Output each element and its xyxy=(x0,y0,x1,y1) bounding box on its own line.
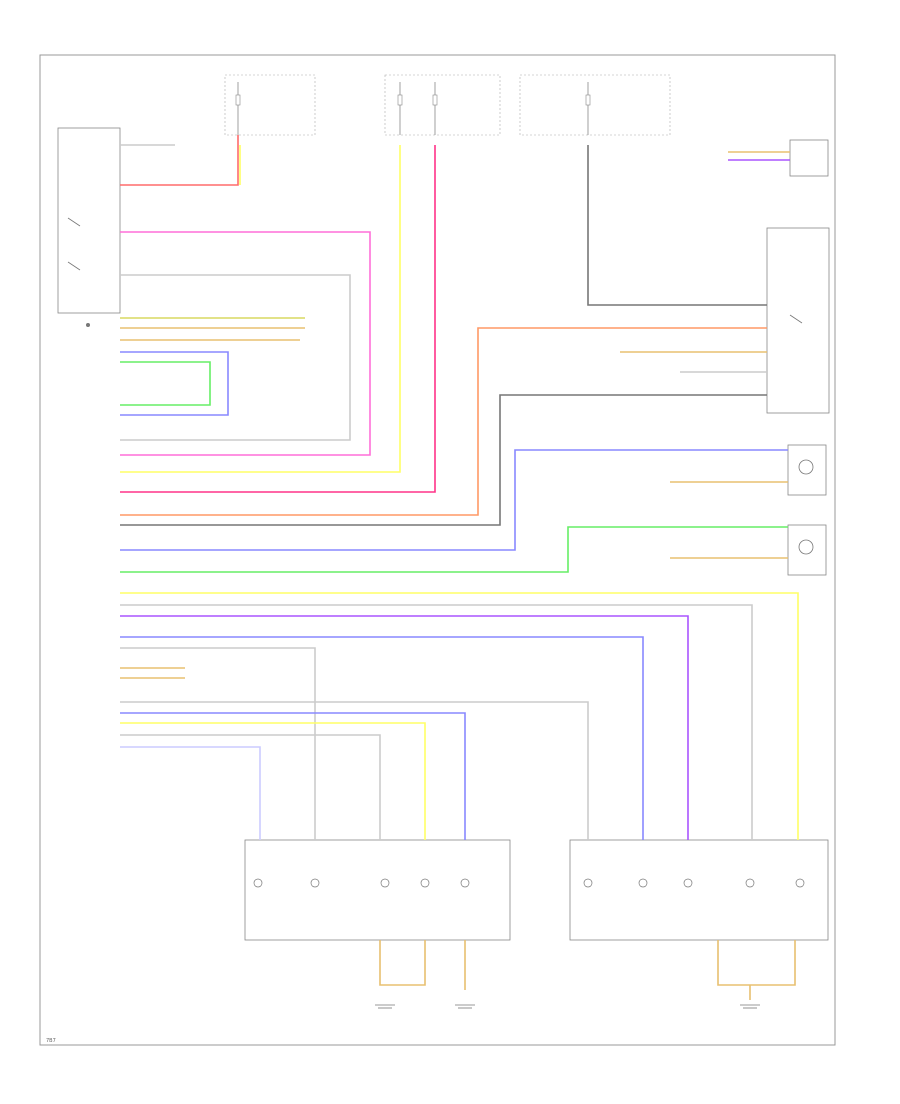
wire-pink-2 xyxy=(120,231,371,456)
ground-left-1 xyxy=(375,1004,395,1009)
wire-yellow-24 xyxy=(120,722,426,840)
wire-tan-38 xyxy=(717,940,796,986)
wire-lightgray-22 xyxy=(120,701,589,840)
right-rear-lamp-assembly xyxy=(569,839,829,941)
wire-yellow-15 xyxy=(120,592,799,840)
fuse-block-center xyxy=(384,74,501,136)
instrument-cluster-connector xyxy=(789,139,829,177)
wire-yellow-9 xyxy=(120,145,401,473)
wire-gray-27 xyxy=(587,145,767,306)
wire-orange-11 xyxy=(120,327,767,516)
ground-right xyxy=(740,1004,760,1009)
fuse-block-right xyxy=(519,74,671,136)
wire-red-1 xyxy=(120,135,239,186)
fuse-block-left xyxy=(224,74,316,136)
wire-green-8 xyxy=(120,361,211,406)
wire-lightblue-26 xyxy=(120,746,261,840)
headlight-switch-module xyxy=(57,127,121,314)
left-rear-lamp-assembly xyxy=(244,839,511,941)
wire-lightgray-16 xyxy=(120,604,753,840)
footer-code: 7B7 xyxy=(46,1038,56,1044)
wire-blue-13 xyxy=(120,449,788,551)
wire-blue-23 xyxy=(120,712,466,840)
wire-tan-36 xyxy=(379,940,426,986)
ground-left-2 xyxy=(455,1004,475,1009)
wire-layer xyxy=(120,135,799,1000)
wire-lightgray-3 xyxy=(120,274,351,441)
wire-blue-18 xyxy=(120,636,644,840)
wire-magenta-10 xyxy=(120,145,436,493)
wire-lightgray-19 xyxy=(120,647,316,840)
wire-blue-7 xyxy=(120,351,229,416)
diagram-frame xyxy=(39,54,836,1046)
wire-purple-17 xyxy=(120,615,689,840)
wire-green-14 xyxy=(120,526,788,573)
wire-lightgray-25 xyxy=(120,734,381,840)
wire-gray-12 xyxy=(120,394,767,526)
